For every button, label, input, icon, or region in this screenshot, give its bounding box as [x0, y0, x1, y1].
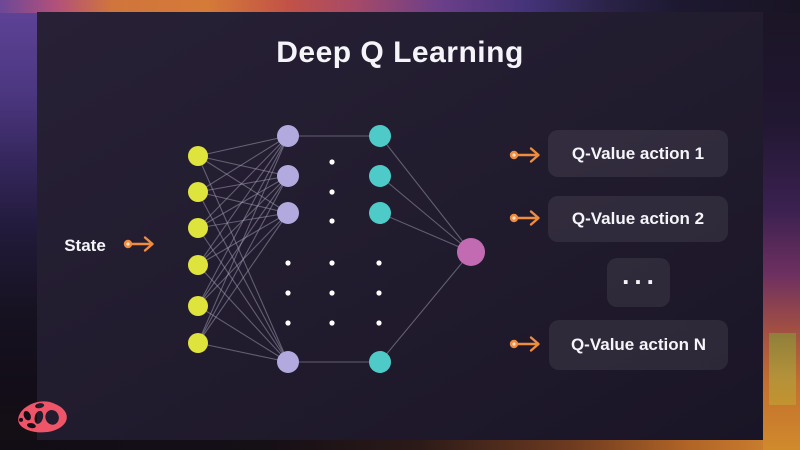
hidden-layer-2-node [369, 202, 391, 224]
q-value-action-2-box: Q-Value action 2 [548, 196, 728, 242]
background-gradient-bottom [0, 440, 763, 450]
input-layer-node [188, 333, 208, 353]
background-gradient-left [0, 13, 37, 450]
slide-panel [37, 12, 763, 440]
brain-logo [14, 395, 72, 438]
q-value-action-2-label: Q-Value action 2 [571, 209, 705, 228]
output-layer-node [457, 238, 485, 266]
flow-arrow-icon [509, 210, 540, 226]
hidden-layer-1-node [277, 125, 299, 147]
page-title: Deep Q Learning [276, 36, 524, 69]
flow-arrow-icon [509, 147, 540, 163]
input-layer-node [188, 146, 208, 166]
hidden-layer-2-node [369, 351, 391, 373]
q-value-action-n-label: Q-Value action N [570, 335, 707, 354]
background-gold-block [769, 333, 796, 405]
input-layer-node [188, 296, 208, 316]
hidden-layer-2-node [369, 165, 391, 187]
q-value-action-1-label: Q-Value action 1 [571, 143, 705, 163]
state-label: State [64, 236, 106, 255]
input-layer-node [188, 218, 208, 238]
hidden-layer-1-node [277, 202, 299, 224]
flow-arrow-icon [509, 336, 540, 352]
hidden-layer-2-node [369, 125, 391, 147]
input-layer-node [188, 255, 208, 275]
q-value-action-1-box: Q-Value action 1 [548, 130, 728, 177]
state-arrow-icon [123, 236, 154, 252]
background-gradient-top [0, 0, 800, 13]
q-value-ellipsis-label: ... [622, 260, 659, 290]
hidden-layer-1-node [277, 351, 299, 373]
hidden-layer-1-node [277, 165, 299, 187]
input-layer-node [188, 182, 208, 202]
q-value-action-n-box: Q-Value action N [549, 320, 728, 370]
q-value-ellipsis-box: ... [607, 258, 670, 307]
